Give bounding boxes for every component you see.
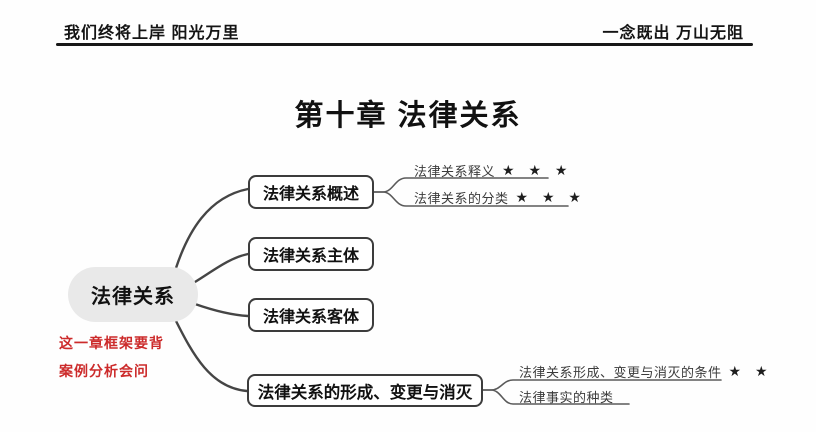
leaf-topic-legal-facts[interactable]: 法律事实的种类: [519, 387, 614, 406]
connector-root-to-change: [173, 317, 249, 393]
annotation-framework-note: 这一章框架要背: [59, 335, 164, 351]
leaf-topic-definition[interactable]: 法律关系释义 ★ ★ ★: [414, 161, 572, 180]
page-title: 第十章 法律关系: [294, 100, 522, 132]
leaf-topic-label: 法律事实的种类: [519, 390, 614, 405]
branch-node-subject[interactable]: 法律关系主体: [248, 237, 374, 271]
connector-root-to-object: [193, 302, 250, 318]
importance-stars-icon: ★ ★: [728, 362, 773, 379]
header-divider: [56, 43, 753, 46]
connector-overview-to-types: [373, 191, 569, 207]
root-node-label: 法律关系: [91, 286, 175, 308]
connector-root-to-subject: [193, 252, 250, 284]
annotation-case-note: 案例分析会问: [59, 363, 149, 379]
branch-node-formation-change-extinction[interactable]: 法律关系的形成、变更与消灭: [247, 374, 483, 407]
branch-node-object[interactable]: 法律关系客体: [248, 298, 374, 332]
branch-node-label: 法律关系概述: [262, 186, 359, 203]
leaf-topic-label: 法律关系释义: [414, 164, 496, 179]
connector-change-to-facts: [481, 389, 630, 405]
leaf-topic-label: 法律关系形成、变更与消灭的条件: [519, 365, 722, 380]
leaf-topic-classification[interactable]: 法律关系的分类 ★ ★ ★: [414, 188, 586, 207]
importance-stars-icon: ★ ★ ★: [515, 188, 586, 205]
branch-node-label: 法律关系的形成、变更与消灭: [257, 383, 473, 402]
connector-root-to-overview: [174, 187, 250, 270]
leaf-topic-conditions[interactable]: 法律关系形成、变更与消灭的条件 ★ ★: [519, 362, 773, 381]
importance-stars-icon: ★ ★ ★: [502, 161, 573, 178]
leaf-topic-label: 法律关系的分类: [414, 191, 509, 206]
branch-node-overview[interactable]: 法律关系概述: [248, 175, 374, 209]
header-motto-left: 我们终将上岸 阳光万里: [64, 25, 240, 42]
branch-node-label: 法律关系主体: [262, 248, 359, 265]
root-node-legal-relations[interactable]: 法律关系: [68, 267, 198, 322]
branch-node-label: 法律关系客体: [262, 309, 359, 326]
header-motto-right: 一念既出 万山无阻: [602, 25, 744, 42]
